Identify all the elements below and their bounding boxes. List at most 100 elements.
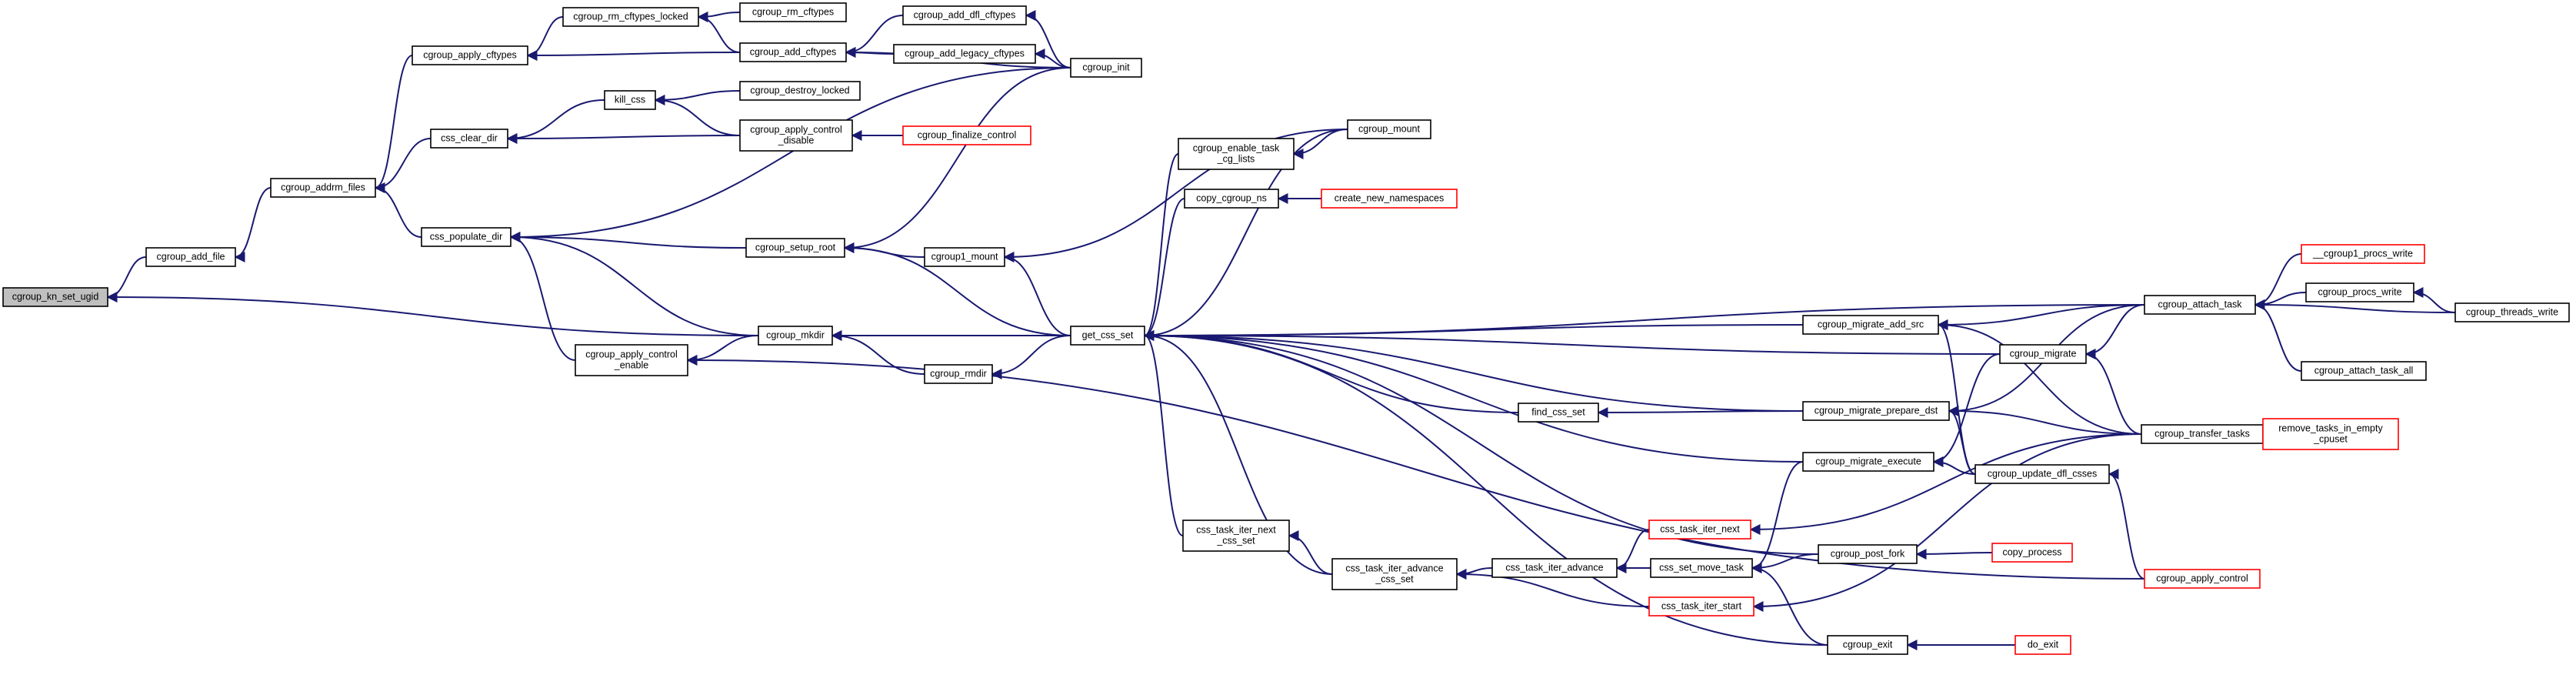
node-cgroup-attach-task[interactable]: cgroup_attach_task [2144,295,2256,315]
node-cgroup-add-legacy-cftypes[interactable]: cgroup_add_legacy_cftypes [893,44,1036,64]
edge-cgroup-mount-to-cgroup1-mount [1003,129,1348,262]
node-cgroup-setup-root[interactable]: cgroup_setup_root [745,238,845,258]
edge-cgroup-apply-cftypes-to-cgroup-addrm-files [374,55,413,193]
edge-cgroup-attach-task-to-cgroup-migrate-add-src [1937,304,2145,330]
node-label: css_task_iter_next [1196,524,1276,535]
node-box [2,287,108,307]
node-css-task-iter-next[interactable]: css_task_iter_next [1648,520,1751,540]
node-cgroup-init[interactable]: cgroup_init [1070,58,1142,78]
edge-cgroup-add-cftypes-to-cgroup-rm-cftypes-locked [697,12,741,53]
node-label: copy_process [2002,546,2061,557]
node-css-task-iter-start[interactable]: css_task_iter_start [1648,596,1755,616]
edge-cgroup-mkdir-to-cgroup-apply-control-enable [686,335,759,366]
node-cgroup-migrate[interactable]: cgroup_migrate [1999,344,2087,364]
node-cgroup-rmdir[interactable]: cgroup_rmdir [924,364,993,384]
edge-cgroup-apply-control-disable-to-css-clear-dir [506,132,741,144]
node-label: cgroup_destroy_locked [750,85,849,95]
node-label: _css_set [1375,573,1414,584]
node-cgroup-transfer-tasks[interactable]: cgroup_transfer_tasks [2141,424,2264,444]
node-cgroup-rm-cftypes-locked[interactable]: cgroup_rm_cftypes_locked [562,7,699,27]
node-css-populate-dir[interactable]: css_populate_dir [421,227,512,247]
node-cgroup-threads-write[interactable]: cgroup_threads_write [2454,302,2570,322]
node-cgroup-enable-task-cg-lists[interactable]: cgroup_enable_task_cg_lists [1178,138,1295,170]
node-box [1999,344,2087,364]
node-label: do_exit [2028,639,2059,650]
node-get-css-set[interactable]: get_css_set [1070,326,1145,346]
node-box [1974,464,2110,484]
node-do-exit[interactable]: do_exit [2014,635,2071,655]
edge-css-task-iter-start-to-css-task-iter-advance-css-set [1455,569,1650,607]
edge-cgroup-migrate-prepare-dst-to-find-css-set [1597,406,1804,418]
node-css-task-iter-advance[interactable]: css_task_iter_advance [1491,558,1618,578]
node-cgroup-mkdir[interactable]: cgroup_mkdir [758,326,833,346]
node-box [1818,544,1918,564]
node-label: cgroup_rmdir [930,368,987,379]
node-layer: cgroup_kn_set_ugid cgroup_add_file cgroup_… [2,2,2570,655]
node-cgroup-apply-control-enable[interactable]: cgroup_apply_control_enable [575,344,688,376]
node-create-new-namespaces[interactable]: create_new_namespaces [1321,189,1458,209]
node-cgroup-mount[interactable]: cgroup_mount [1347,119,1431,139]
node-cgroup-update-dfl-csses[interactable]: cgroup_update_dfl_csses [1974,464,2110,484]
node-label: cgroup_addrm_files [281,182,365,192]
node-cgroup-attach-task-all[interactable]: cgroup_attach_task_all [2301,361,2427,381]
node-copy-cgroup-ns[interactable]: copy_cgroup_ns [1184,189,1279,209]
edge-cgroup-destroy-locked-to-kill-css [654,90,741,105]
node-cgroup-apply-control-disable[interactable]: cgroup_apply_control_disable [739,119,853,152]
node-cgroup-kn-set-ugid[interactable]: cgroup_kn_set_ugid [2,287,108,307]
node-label: cgroup_transfer_tasks [2154,428,2250,439]
node-cgroup1-procs-write[interactable]: __cgroup1_procs_write [2301,244,2425,264]
node-copy-process[interactable]: copy_process [1991,543,2073,563]
node-cgroup-migrate-add-src[interactable]: cgroup_migrate_add_src [1802,315,1939,335]
node-find-css-set[interactable]: find_css_set [1518,403,1599,423]
node-css-clear-dir[interactable]: css_clear_dir [430,129,508,149]
node-label: cgroup_exit [1843,639,1893,650]
node-cgroup-add-dfl-cftypes[interactable]: cgroup_add_dfl_cftypes [902,5,1027,25]
node-label: find_css_set [1531,406,1585,417]
node-label: __cgroup1_procs_write [2312,248,2413,259]
edge-cgroup-init-to-css-populate-dir [509,67,1071,242]
node-cgroup-finalize-control[interactable]: cgroup_finalize_control [902,125,1031,145]
edge-cgroup-enable-task-cg-lists-to-get-css-set [1143,153,1179,341]
edge-css-task-iter-next-to-css-task-iter-advance [1615,529,1650,573]
node-cgroup-rm-cftypes[interactable]: cgroup_rm_cftypes [739,2,847,22]
node-cgroup-destroy-locked[interactable]: cgroup_destroy_locked [739,81,861,101]
node-cgroup-addrm-files[interactable]: cgroup_addrm_files [270,178,376,198]
node-box [924,364,993,384]
node-cgroup-exit[interactable]: cgroup_exit [1827,635,1908,655]
node-box [575,344,688,376]
node-css-task-iter-advance-css-set[interactable]: css_task_iter_advance_css_set [1331,558,1458,590]
node-css-task-iter-next-css-set[interactable]: css_task_iter_next_css_set [1182,520,1290,552]
edge-cgroup-transfer-tasks-to-cgroup-migrate-add-src [1937,319,2142,435]
node-cgroup-apply-cftypes[interactable]: cgroup_apply_cftypes [412,45,528,65]
node-box [2301,361,2427,381]
node-box [1802,401,1950,421]
node-cgroup1-mount[interactable]: cgroup1_mount [924,247,1005,267]
edge-cgroup-rm-cftypes-locked-to-cgroup-apply-cftypes [526,16,564,61]
edge-cgroup-apply-control-disable-to-kill-css [654,95,741,136]
node-label: css_clear_dir [441,132,498,143]
edge-get-css-set-to-cgroup-setup-root [843,242,1071,336]
node-cgroup-post-fork[interactable]: cgroup_post_fork [1818,544,1918,564]
edge-cgroup-transfer-tasks-to-css-task-iter-start [1752,433,2142,612]
node-remove-tasks-in-empty-cpuset[interactable]: remove_tasks_in_empty_cpuset [2262,418,2399,450]
edge-cgroup-migrate-to-cgroup-migrate-execute [1932,353,2001,467]
edge-cgroup-update-dfl-csses-to-cgroup-migrate-prepare-dst [1948,406,1976,475]
edge-cgroup-rmdir-to-cgroup-mkdir [831,330,925,375]
edge-cgroup-init-to-cgroup-setup-root [843,67,1071,253]
node-cgroup-migrate-execute[interactable]: cgroup_migrate_execute [1802,452,1934,472]
node-cgroup-migrate-prepare-dst[interactable]: cgroup_migrate_prepare_dst [1802,401,1950,421]
node-box [2454,302,2570,322]
node-cgroup-apply-control[interactable]: cgroup_apply_control [2144,569,2261,589]
node-css-set-move-task[interactable]: css_set_move_task [1650,558,1753,578]
node-label: cgroup_mkdir [766,329,825,340]
node-cgroup-add-cftypes[interactable]: cgroup_add_cftypes [739,42,847,62]
node-kill-css[interactable]: kill_css [604,90,656,110]
node-label: cgroup_mount [1358,123,1420,134]
node-cgroup-procs-write[interactable]: cgroup_procs_write [2305,282,2414,302]
node-box [2144,569,2261,589]
node-cgroup-add-file[interactable]: cgroup_add_file [145,247,236,267]
node-box [2301,244,2425,264]
node-box [1321,189,1458,209]
edge-cgroup-init-to-cgroup-add-dfl-cftypes [1025,10,1071,68]
edge-get-css-set-to-cgroup1-mount [1003,252,1071,336]
